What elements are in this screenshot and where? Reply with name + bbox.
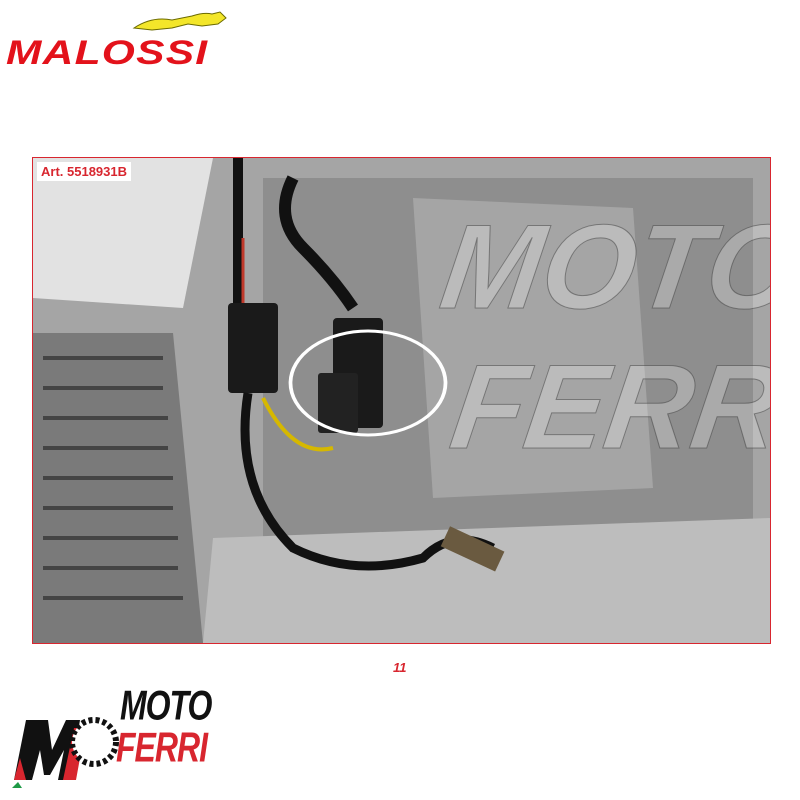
logo-ferri-text: FERRI (116, 724, 208, 771)
installation-photo: MOTO FERRI Art. 5518931B (32, 157, 771, 644)
article-label: Art. 5518931B (37, 162, 131, 181)
malossi-logo: MALOSSI (4, 6, 234, 72)
watermark-moto: MOTO (433, 200, 771, 335)
motoferri-emblem-icon (12, 717, 119, 788)
scooter-wiring-image (33, 158, 770, 643)
logo-moto-text: MOTO (120, 682, 212, 729)
lion-emblem-icon (132, 11, 227, 31)
page-number: 11 (393, 660, 407, 675)
watermark-ferri: FERRI (443, 340, 771, 475)
motoferri-logo: MOTO FERRI (8, 680, 212, 790)
